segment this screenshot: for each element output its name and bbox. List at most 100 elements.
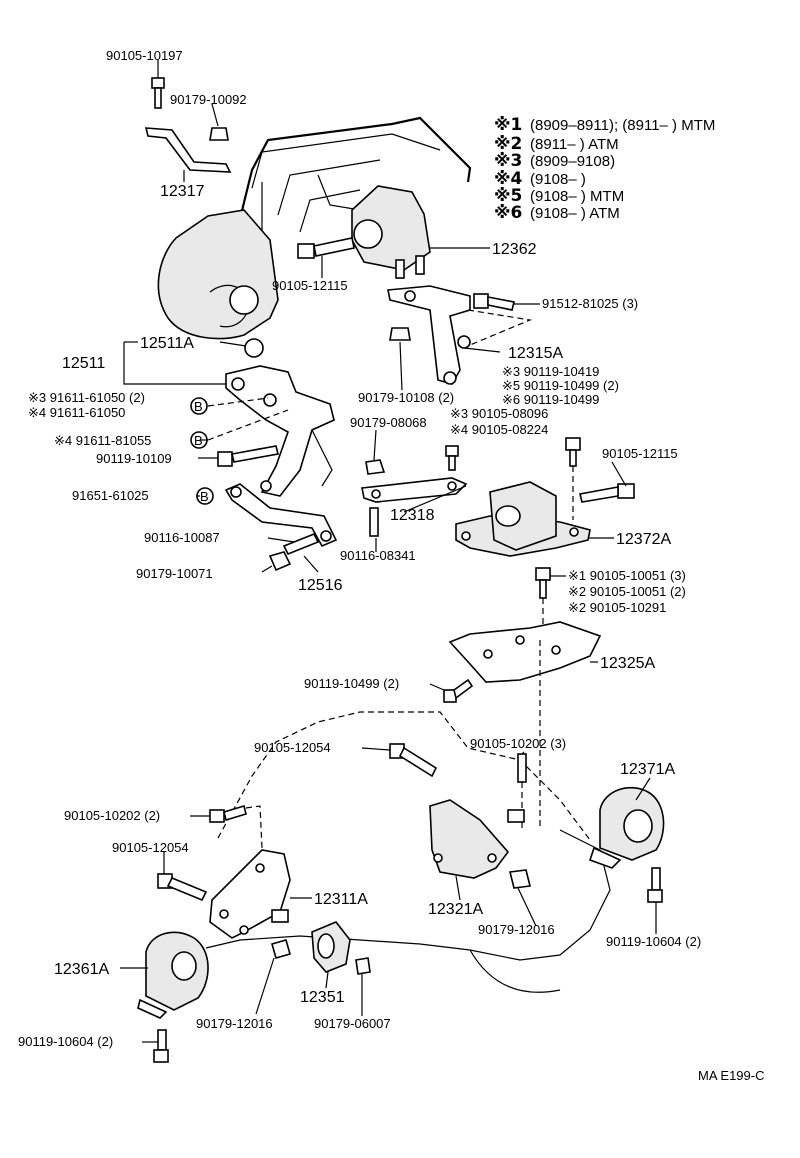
label-90105-12115-right: 90105-12115	[602, 446, 678, 461]
nut-90179-08068	[365, 459, 386, 475]
nut-90179-06007	[355, 957, 371, 975]
label-90119-10499-c: 90119-10499 (2)	[304, 676, 399, 691]
bolt-91512-81025	[467, 293, 533, 346]
label-90119-10499-a: ※5 90119-10499 (2)	[502, 378, 619, 393]
label-12361A: 12361A	[54, 961, 109, 978]
label-90119-10604-left: 90119-10604 (2)	[18, 1034, 113, 1049]
legend-mark-3: ※3	[494, 151, 522, 171]
bolt-90119-10604-left	[153, 1029, 169, 1063]
bolt-90105-08096	[445, 445, 459, 471]
label-12351: 12351	[300, 989, 345, 1006]
bracket-12318	[361, 477, 468, 503]
nut-90179-10071	[268, 551, 292, 572]
label-90119-10419: ※3 90119-10419	[502, 364, 599, 379]
legend-text-3: (8909–9108)	[530, 153, 615, 170]
label-12371A: 12371A	[620, 761, 675, 778]
bolt-90105-12115-right	[579, 483, 635, 503]
label-91611-61050-b: ※4 91611-61050	[28, 405, 125, 420]
mount-12372A	[455, 481, 591, 557]
label-90179-10071: 90179-10071	[136, 566, 213, 581]
bracket-12311A	[209, 849, 291, 939]
bolt-90119-10109	[217, 445, 279, 467]
label-90105-10051-a: ※1 90105-10051 (3)	[568, 568, 686, 583]
drawing-code: MA E199-C	[698, 1068, 764, 1083]
label-90105-12054-left: 90105-12054	[112, 840, 189, 855]
bolt-90116-10087	[282, 532, 320, 556]
label-12511: 12511	[62, 355, 105, 372]
nut-90179-10092	[209, 127, 229, 141]
label-12325A: 12325A	[600, 655, 655, 672]
label-12511A: 12511A	[140, 335, 194, 352]
label-90179-10108: 90179-10108 (2)	[358, 390, 454, 405]
label-12362: 12362	[492, 241, 537, 258]
label-90105-12115-upper: 90105-12115	[272, 278, 348, 293]
label-90116-10087: 90116-10087	[144, 530, 220, 545]
label-90105-10051-b: ※2 90105-10051 (2)	[568, 584, 686, 599]
mount-12371A	[588, 786, 665, 869]
rod-12516	[224, 483, 338, 548]
label-90105-10202-upper: 90105-10202 (3)	[470, 736, 566, 751]
legend-text-1: (8909–8911); (8911– ) MTM	[530, 117, 715, 134]
label-91611-61050-a: ※3 91611-61050 (2)	[28, 390, 145, 405]
legend-text-2: (8911– ) ATM	[530, 136, 619, 153]
label-90105-08096: ※3 90105-08096	[450, 406, 548, 421]
bolt-90105-10197	[151, 77, 165, 109]
engine-outline-top	[157, 116, 472, 340]
label-90105-12054-upper: 90105-12054	[254, 740, 331, 755]
label-12318: 12318	[390, 507, 435, 524]
bolt-90119-10499	[443, 678, 474, 703]
nut-90179-12016-left	[271, 939, 291, 959]
label-90105-10202-left: 90105-10202 (2)	[64, 808, 160, 823]
mount-12361A	[137, 931, 209, 1019]
bolt-90105-12054-upper	[389, 743, 438, 778]
label-90105-10197: 90105-10197	[106, 48, 183, 63]
bracket-12511	[225, 338, 335, 497]
legend-text-4: (9108– )	[530, 171, 586, 188]
label-90119-10109: 90119-10109	[96, 451, 172, 466]
bolt-90105-12115-upper	[297, 237, 355, 259]
svg-text:B: B	[194, 399, 203, 414]
nut-90179-10108	[389, 327, 411, 341]
legend-mark-1: ※1	[494, 115, 522, 135]
label-12321A: 12321A	[428, 901, 483, 918]
b-marker-1: B	[190, 397, 208, 415]
label-90179-06007: 90179-06007	[314, 1016, 391, 1031]
bush-12351	[311, 921, 351, 973]
stud-90116-08341	[369, 507, 379, 537]
legend-mark-5: ※5	[494, 186, 522, 206]
label-12372A: 12372A	[616, 531, 671, 548]
legend-mark-4: ※4	[494, 169, 523, 189]
bolt-90105-12054-left	[157, 873, 208, 902]
svg-text:B: B	[200, 489, 209, 504]
mount-12362	[351, 185, 431, 279]
part-labels: 90105-10197 90179-10092 12317 12362 9010…	[18, 48, 764, 1083]
bolt-90119-10419	[565, 437, 581, 520]
label-90179-10092: 90179-10092	[170, 92, 247, 107]
nut-90179-12016-right	[509, 869, 531, 889]
label-91611-81055: ※4 91611-81055	[54, 433, 151, 448]
legend-mark-6: ※6	[494, 203, 522, 223]
label-12315A: 12315A	[508, 345, 563, 362]
label-90116-08341: 90116-08341	[340, 548, 416, 563]
label-91512-81025: 91512-81025 (3)	[542, 296, 638, 311]
label-90179-08068: 90179-08068	[350, 415, 427, 430]
label-12516: 12516	[298, 577, 343, 594]
legend: ※1 (8909–8911); (8911– ) MTM ※2 (8911– )…	[494, 115, 715, 223]
label-91651-61025: 91651-61025	[72, 488, 149, 503]
label-90119-10604-right: 90119-10604 (2)	[606, 934, 701, 949]
label-12311A: 12311A	[314, 891, 368, 908]
label-90105-08224: ※4 90105-08224	[450, 422, 548, 437]
label-90179-12016-left: 90179-12016	[196, 1016, 273, 1031]
engine-outline-bottom	[205, 711, 611, 993]
bolt-90105-10202-left	[209, 804, 263, 849]
label-90105-10291: ※2 90105-10291	[568, 600, 666, 615]
legend-mark-2: ※2	[494, 134, 522, 154]
bracket-12321A	[429, 799, 525, 879]
legend-text-5: (9108– ) MTM	[530, 188, 624, 205]
leader-lines	[120, 60, 657, 1043]
bracket-12317	[144, 127, 232, 173]
label-90179-12016-right: 90179-12016	[478, 922, 555, 937]
label-12317: 12317	[160, 183, 205, 200]
bolt-90119-10604-right	[647, 867, 663, 903]
